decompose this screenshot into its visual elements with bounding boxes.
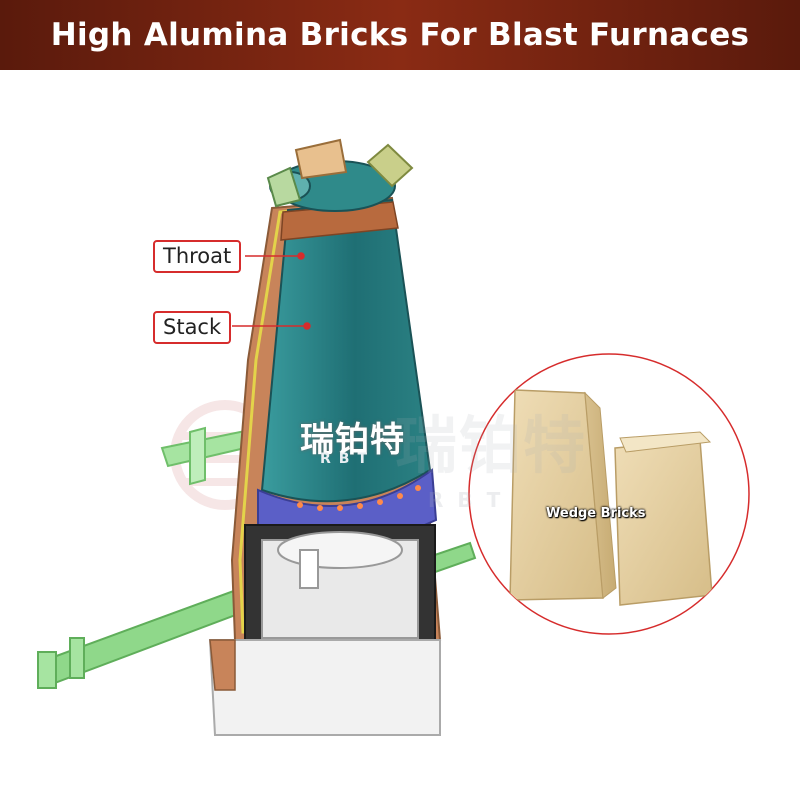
furnace-stack [260, 198, 432, 503]
page-title: High Alumina Bricks For Blast Furnaces [50, 17, 750, 53]
watermark-latin-ghost: RBT [428, 488, 515, 512]
watermark-latin: RBT [320, 451, 376, 467]
throat-label: Throat [153, 240, 242, 273]
callout-connectors [232, 252, 311, 330]
header-banner: High Alumina Bricks For Blast Furnaces [0, 0, 800, 70]
tuyere-openings [297, 485, 421, 511]
furnace-base [208, 639, 441, 736]
stack-label: Stack [153, 311, 232, 344]
furnace-uptake-pipes [266, 138, 414, 208]
watermark-chinese-ghost: 瑞铂特 [395, 409, 588, 482]
watermark-chinese: 瑞铂特 [300, 420, 405, 460]
wedge-bricks-image [509, 389, 713, 606]
wedge-bricks-caption: Wedge Bricks [546, 506, 646, 521]
tuyere-pipe-left [37, 426, 264, 689]
